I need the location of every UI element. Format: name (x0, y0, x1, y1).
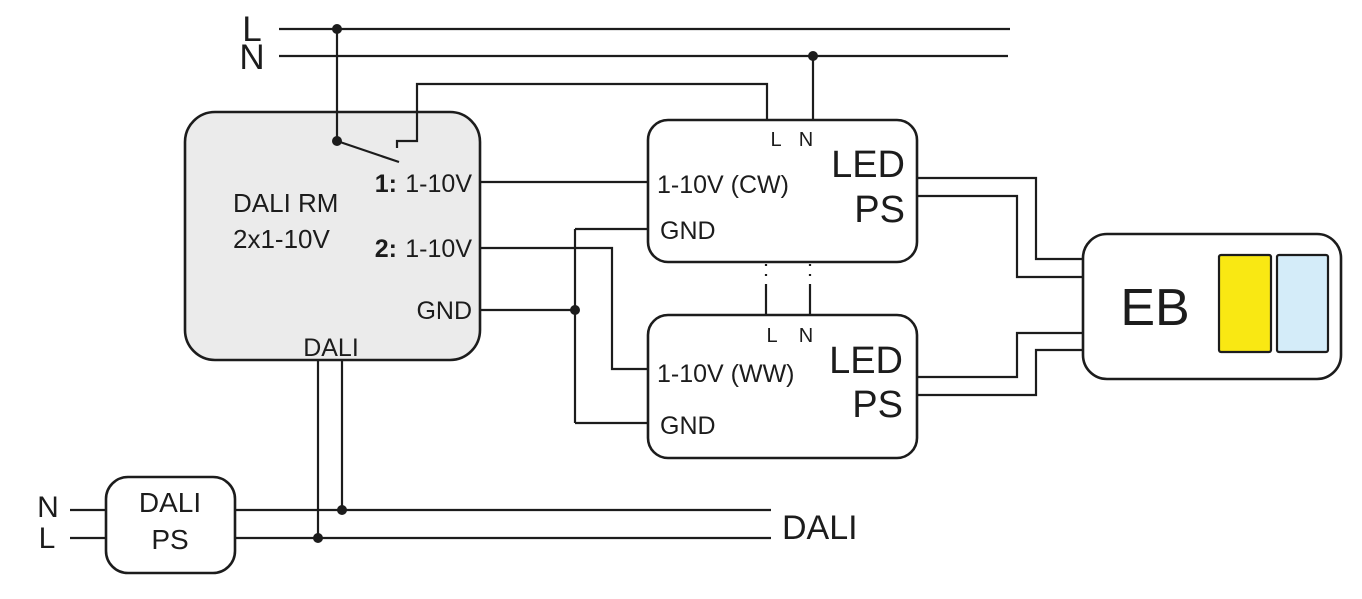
cw-ctrl-input-label: 1-10V (CW) (657, 171, 789, 199)
ww-ctrl-input-label: 1-10V (WW) (657, 360, 795, 388)
switched-live-wire (395, 82, 769, 148)
ww-output-wire-1 (917, 331, 1083, 379)
port1-label: 1-10V (405, 170, 472, 198)
ww-name-line2: PS (852, 384, 903, 426)
cw-output-wire-1 (917, 176, 1083, 261)
ww-gnd-label: GND (660, 412, 716, 440)
led-ps-cw-device: L N 1-10V (CW) GND LED PS (646, 118, 919, 264)
dali-rm-title-line1: DALI RM (233, 188, 338, 218)
led-ps-cw-box (646, 118, 919, 264)
dali-ps-name-line1: DALI (139, 487, 201, 518)
dali-bus-label: DALI (782, 509, 858, 547)
led-output-wiring (917, 176, 1083, 397)
control-wiring (480, 180, 648, 425)
cw-name-line2: PS (854, 189, 905, 231)
switch-blade (336, 139, 400, 164)
cw-output-wire-2 (917, 194, 1083, 279)
ww-l-terminal-label: L (766, 325, 777, 347)
junction-dot (337, 505, 347, 515)
port1-number: 1: (375, 170, 397, 198)
mains-l-label: L (242, 10, 261, 49)
cw-l-terminal-label: L (770, 129, 781, 151)
dali-rm-box (183, 110, 482, 362)
cool-led-swatch (1275, 253, 1330, 354)
eb-luminaire: EB (1081, 232, 1343, 381)
led-ps-ww-box (646, 313, 919, 460)
cw-name-line1: LED (831, 144, 905, 186)
mains-continuation (764, 264, 812, 315)
dali-ps-l-label: L (39, 522, 56, 555)
cw-gnd-label: GND (660, 217, 716, 245)
dali-ps-n-label: N (37, 491, 59, 524)
junction-dot (313, 533, 323, 543)
dali-ps-device: N L DALI PS (37, 475, 237, 575)
ch2-control-wire (480, 246, 648, 371)
dali-rm-module: DALI RM 2x1-10V 1: 1-10V 2: 1-10V GND DA… (183, 110, 482, 362)
rm-dali-label: DALI (303, 334, 359, 362)
ww-output-wire-2 (917, 348, 1083, 397)
ww-name-line1: LED (829, 340, 903, 382)
cw-n-terminal-label: N (799, 129, 813, 151)
dali-rm-title-line2: 2x1-10V (233, 224, 330, 254)
dali-ps-name-line2: PS (151, 524, 188, 555)
mains-n-label: N (239, 38, 264, 77)
ww-n-terminal-label: N (799, 325, 813, 347)
port2-number: 2: (375, 235, 397, 263)
rm-gnd-label: GND (416, 297, 472, 325)
relay-switch (332, 29, 815, 164)
port2-label: 1-10V (405, 235, 472, 263)
junction-dot (570, 305, 580, 315)
dali-bus: DALI (235, 360, 858, 547)
warm-led-swatch (1217, 253, 1273, 354)
led-ps-ww-device: L N 1-10V (WW) GND LED PS (646, 313, 919, 460)
dali-ps-box (104, 475, 237, 575)
mains-rails: L N (239, 10, 1010, 77)
eb-label: EB (1120, 279, 1189, 337)
